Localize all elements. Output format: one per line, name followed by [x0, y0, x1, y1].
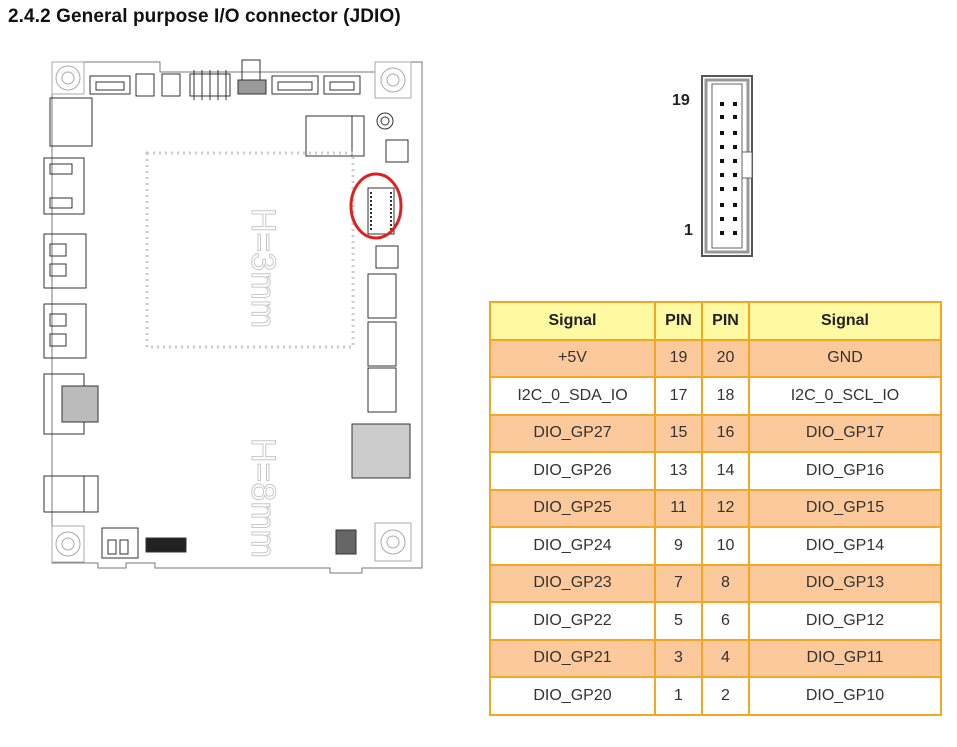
left-pin-cell: 3 — [654, 638, 703, 678]
jdio-highlight-circle — [349, 172, 403, 240]
mounting-hole-icon — [51, 525, 85, 563]
connector-pin-dot — [720, 231, 724, 235]
mounting-hole-icon — [51, 61, 85, 95]
right-signal-cell: DIO_GP12 — [748, 601, 942, 641]
connector-pin-dot — [733, 102, 737, 106]
board-diagram: H=3mm H=8mm — [43, 59, 423, 574]
right-pin-cell: 18 — [701, 376, 750, 416]
left-signal-cell: DIO_GP24 — [489, 526, 656, 566]
lower-height-label: H=8mm — [244, 438, 282, 558]
connector-pinout-diagram: 19 1 — [660, 62, 770, 262]
left-signal-cell: DIO_GP26 — [489, 451, 656, 491]
left-signal-cell: DIO_GP27 — [489, 413, 656, 453]
connector-pin-dot — [720, 131, 724, 135]
header-signal-right: Signal — [748, 301, 942, 341]
left-signal-cell: DIO_GP20 — [489, 676, 656, 716]
pin-1-label: 1 — [684, 222, 693, 239]
right-signal-cell: DIO_GP14 — [748, 526, 942, 566]
left-signal-cell: DIO_GP22 — [489, 601, 656, 641]
header-pin-left: PIN — [654, 301, 703, 341]
connector-pin-dot — [720, 102, 724, 106]
connector-pin-dot — [733, 159, 737, 163]
left-pin-cell: 15 — [654, 413, 703, 453]
connector-pin-dot — [720, 145, 724, 149]
left-signal-cell: DIO_GP25 — [489, 488, 656, 528]
right-signal-cell: DIO_GP11 — [748, 638, 942, 678]
left-pin-cell: 17 — [654, 376, 703, 416]
right-pin-cell: 14 — [701, 451, 750, 491]
left-signal-cell: DIO_GP21 — [489, 638, 656, 678]
left-signal-cell: DIO_GP23 — [489, 563, 656, 603]
connector-pin-dot — [733, 217, 737, 221]
mounting-hole-icon — [374, 522, 412, 562]
right-signal-cell: DIO_GP16 — [748, 451, 942, 491]
left-pin-cell: 11 — [654, 488, 703, 528]
jdio-connector-on-board — [367, 187, 395, 235]
right-pin-cell: 4 — [701, 638, 750, 678]
right-signal-cell: DIO_GP15 — [748, 488, 942, 528]
connector-body — [701, 75, 753, 257]
right-signal-cell: DIO_GP17 — [748, 413, 942, 453]
connector-pin-dot — [720, 217, 724, 221]
left-pin-cell: 7 — [654, 563, 703, 603]
connector-pin-dot — [720, 173, 724, 177]
pin-19-label: 19 — [672, 92, 690, 109]
right-signal-cell: GND — [748, 338, 942, 378]
right-signal-cell: I2C_0_SCL_IO — [748, 376, 942, 416]
connector-pin-dot — [733, 145, 737, 149]
section-title: 2.4.2 General purpose I/O connector (JDI… — [8, 6, 401, 27]
connector-pin-dot — [733, 231, 737, 235]
header-signal-left: Signal — [489, 301, 656, 341]
right-pin-cell: 12 — [701, 488, 750, 528]
connector-pin-dot — [720, 203, 724, 207]
connector-pin-dot — [733, 115, 737, 119]
connector-pin-dot — [733, 173, 737, 177]
left-pin-cell: 13 — [654, 451, 703, 491]
right-pin-cell: 2 — [701, 676, 750, 716]
left-signal-cell: +5V — [489, 338, 656, 378]
right-signal-cell: DIO_GP13 — [748, 563, 942, 603]
connector-pin-dot — [720, 115, 724, 119]
left-pin-cell: 19 — [654, 338, 703, 378]
right-signal-cell: DIO_GP10 — [748, 676, 942, 716]
upper-height-label: H=3mm — [244, 208, 282, 328]
right-pin-cell: 10 — [701, 526, 750, 566]
connector-pin-dot — [733, 203, 737, 207]
header-pin-right: PIN — [701, 301, 750, 341]
left-pin-cell: 5 — [654, 601, 703, 641]
connector-pin-dot — [733, 187, 737, 191]
connector-pin-dot — [720, 159, 724, 163]
right-pin-cell: 16 — [701, 413, 750, 453]
connector-pin-dot — [720, 187, 724, 191]
left-signal-cell: I2C_0_SDA_IO — [489, 376, 656, 416]
heatsink-area-outline — [145, 151, 355, 349]
mounting-hole-icon — [374, 61, 412, 99]
table-header-row: Signal PIN PIN Signal — [489, 301, 942, 341]
right-pin-cell: 6 — [701, 601, 750, 641]
connector-pin-dot — [733, 131, 737, 135]
left-pin-cell: 1 — [654, 676, 703, 716]
left-pin-cell: 9 — [654, 526, 703, 566]
right-pin-cell: 20 — [701, 338, 750, 378]
right-pin-cell: 8 — [701, 563, 750, 603]
